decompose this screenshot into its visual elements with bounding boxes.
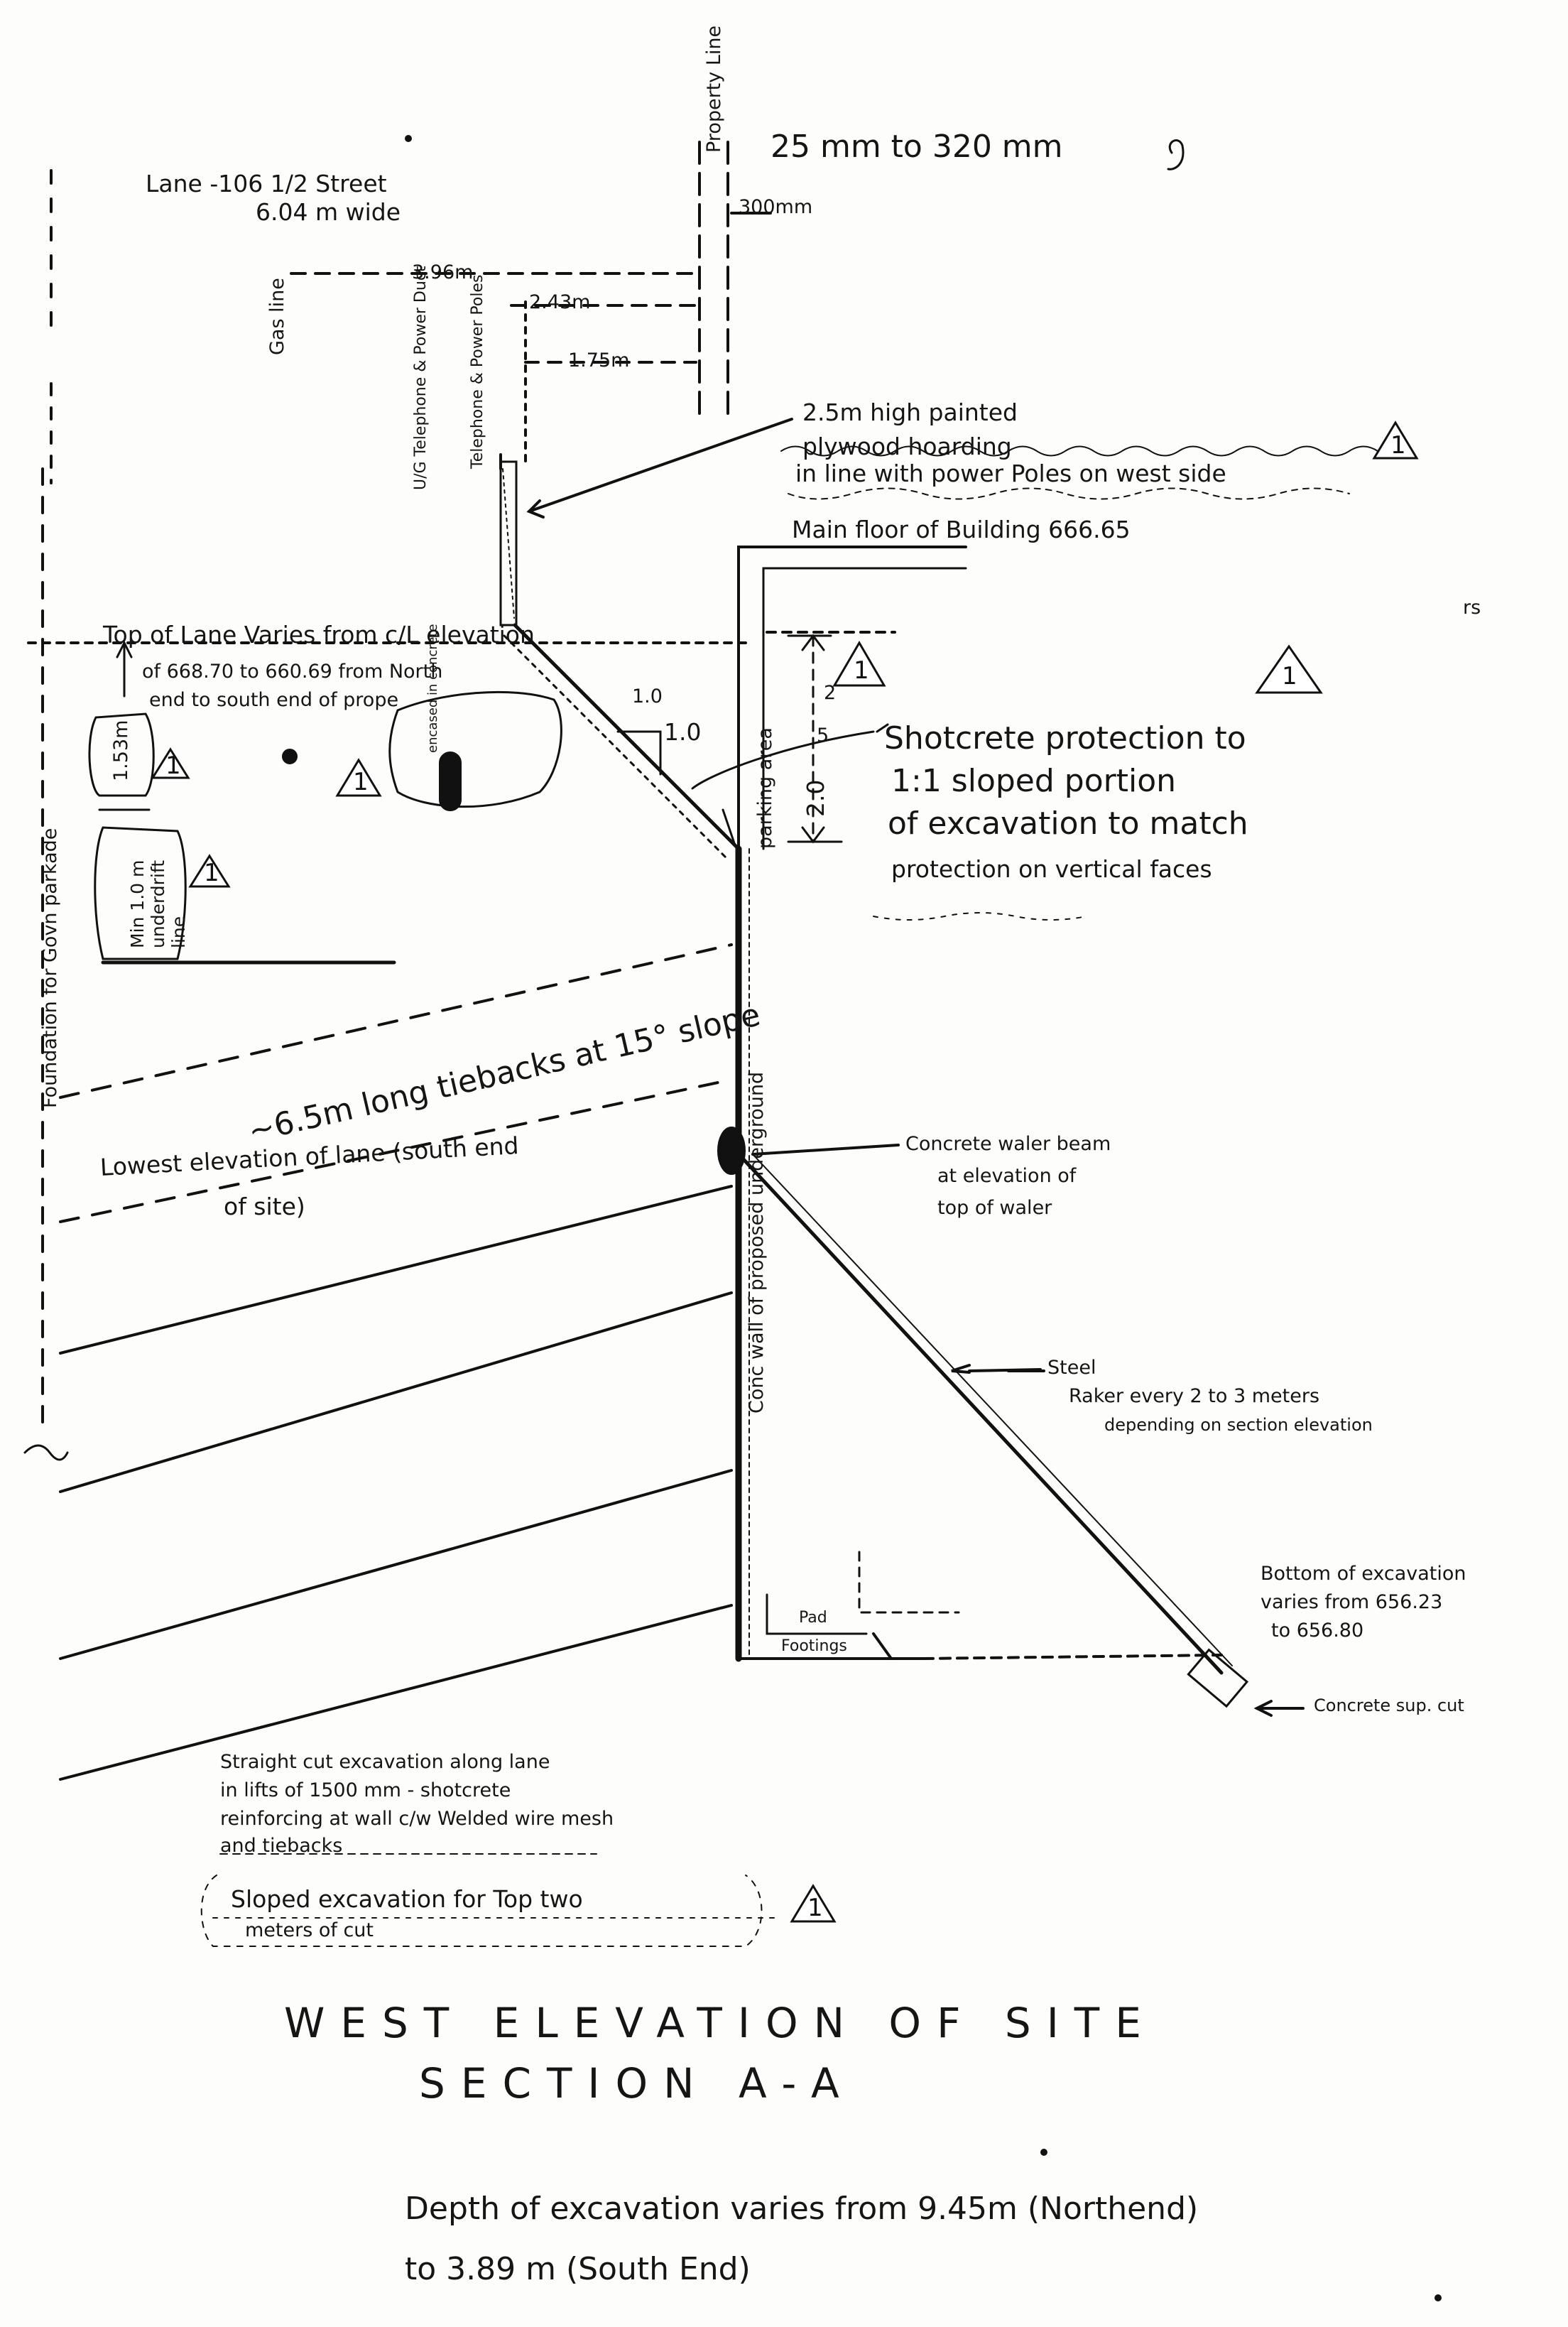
foundation-label: Foundation for Govn parkade (39, 828, 61, 1108)
tieback-2 (59, 1078, 733, 1223)
property-line-label: Property Line (703, 25, 725, 153)
straight-cut-1: Straight cut excavation along lane (220, 1751, 550, 1773)
section-title: SECTION A-A (419, 2059, 855, 2108)
waler-beam (717, 1127, 746, 1175)
top-of-lane-1: Top of Lane Varies from c/L elevation (103, 621, 535, 649)
slope-label-2: 1.0 (664, 718, 702, 746)
pad-footing (766, 1593, 868, 1635)
revision-triangle-labels: 1 1 1 1 1 1 1 (165, 431, 1406, 1922)
steel-label: Steel (1047, 1357, 1096, 1379)
dim-20-label: 2.0 (802, 779, 829, 817)
sloped-cloud (200, 1875, 763, 1947)
power-duct (439, 752, 462, 811)
shotcrete-note-3: of excavation to match (888, 806, 1248, 842)
shotcrete-note-1: Shotcrete protection to (884, 720, 1246, 756)
svg-text:1: 1 (165, 752, 181, 780)
shotcrete-note-2: 1:1 sloped portion (891, 763, 1177, 799)
bottom-note-3: to 656.80 (1271, 1620, 1364, 1642)
lowest-elevation-2: of site) (224, 1193, 305, 1220)
hoarding-note-1: 2.5m high painted (802, 398, 1018, 426)
revision-triangle-1 (1372, 421, 1419, 460)
revision-triangle-6 (188, 854, 231, 888)
slope-indicator (616, 730, 662, 776)
straight-cut-3: reinforcing at wall c/w Welded wire mesh (220, 1808, 614, 1830)
tieback-6 (59, 1604, 733, 1781)
hoarding-note-3: in line with power Poles on west side (795, 460, 1226, 487)
svg-text:1: 1 (854, 656, 869, 685)
sloped-note-2: meters of cut (245, 1919, 374, 1941)
gas-line-label: Gas line (266, 278, 288, 355)
svg-text:1: 1 (204, 859, 219, 887)
raker-note-1: Raker every 2 to 3 meters (1069, 1385, 1320, 1407)
revision-triangle-4 (335, 758, 382, 797)
waler-note-1: Concrete waler beam (905, 1133, 1111, 1155)
underground-cloud (94, 826, 187, 960)
tieback-1 (59, 943, 733, 1099)
hoarding (499, 460, 518, 626)
bottom-note-1: Bottom of excavation (1261, 1563, 1466, 1585)
encased-label: encased in concrete (425, 624, 440, 753)
revision-triangle-7 (790, 1884, 837, 1923)
shotcrete-note-4: protection on vertical faces (891, 855, 1212, 883)
conc-wall-label: Conc wall of proposed underground (746, 1071, 768, 1414)
raker-note-2: depending on section elevation (1104, 1415, 1373, 1435)
depth-note-2: to 3.89 m (South End) (405, 2251, 751, 2287)
top-of-lane-2: of 668.70 to 660.69 from North (142, 661, 443, 683)
dim-175-label: 1.75m (568, 349, 630, 371)
dim-153-cloud (88, 712, 155, 797)
sloped-note-1: Sloped excavation for Top two (231, 1885, 583, 1913)
revision-triangles (151, 421, 1419, 1923)
top-dimension-note: 25 mm to 320 mm (771, 129, 1063, 165)
concrete-support (1187, 1648, 1249, 1708)
slope-label-1: 1.0 (632, 685, 663, 707)
lane-title: Lane -106 1/2 Street (146, 170, 387, 197)
dim-396-label: 3.96m (412, 261, 474, 283)
hoarding-leader (528, 418, 793, 513)
lane-width: 6.04 m wide (256, 198, 401, 226)
building-outline (737, 546, 967, 850)
dim-153-label: 1.53m (110, 720, 132, 781)
svg-text:1: 1 (1282, 662, 1297, 690)
svg-text:1: 1 (353, 768, 369, 796)
depth-note-1: Depth of excavation varies from 9.45m (N… (405, 2191, 1199, 2227)
tieback-3 (59, 1185, 733, 1355)
underground-label: Min 1.0 m underdrift line (127, 859, 189, 948)
telephone-poles-label: Telephone & Power Poles (469, 274, 486, 469)
concrete-support-label: Concrete sup. cut (1314, 1696, 1464, 1715)
ug-telephone-label: U/G Telephone & Power Duct (412, 266, 430, 490)
straight-cut-2: in lifts of 1500 mm - shotcrete (220, 1779, 511, 1801)
revision-triangle-2 (832, 641, 886, 687)
main-floor-label: Main floor of Building 666.65 (792, 516, 1131, 543)
parking-label: parking area (754, 727, 776, 849)
waler-note-2: at elevation of (937, 1165, 1077, 1187)
small-mark: rs (1463, 597, 1481, 619)
top-of-lane-3: end to south end of prope (149, 689, 399, 711)
dim-300-label: 300mm (739, 196, 813, 218)
pad-label-1: Pad (799, 1609, 827, 1627)
drawing-title: WEST ELEVATION OF SITE (284, 1999, 1157, 2047)
revision-triangle-5 (151, 747, 190, 779)
svg-text:1: 1 (807, 1894, 823, 1922)
bottom-of-excavation (922, 1654, 1223, 1660)
sloped-excavation (513, 623, 741, 851)
shotcrete-leader (691, 730, 875, 790)
waler-note-3: top of waler (937, 1197, 1052, 1219)
encased-duct (388, 690, 562, 808)
hoarding-note-2: plywood hoarding (802, 433, 1012, 460)
straight-cut-4: and tiebacks (220, 1835, 343, 1857)
tieback-4 (59, 1291, 733, 1493)
steel-raker (740, 1156, 1224, 1675)
dim-243-label: 2.43m (529, 291, 591, 313)
svg-text:1: 1 (1390, 431, 1406, 460)
revision-triangle-3 (1255, 644, 1323, 694)
dim-5-label: 5 (817, 725, 829, 747)
dim-2-label: 2 (824, 682, 837, 704)
bottom-note-2: varies from 656.23 (1261, 1591, 1443, 1613)
tieback-5 (59, 1469, 733, 1660)
pad-label-2: Footings (781, 1637, 847, 1655)
